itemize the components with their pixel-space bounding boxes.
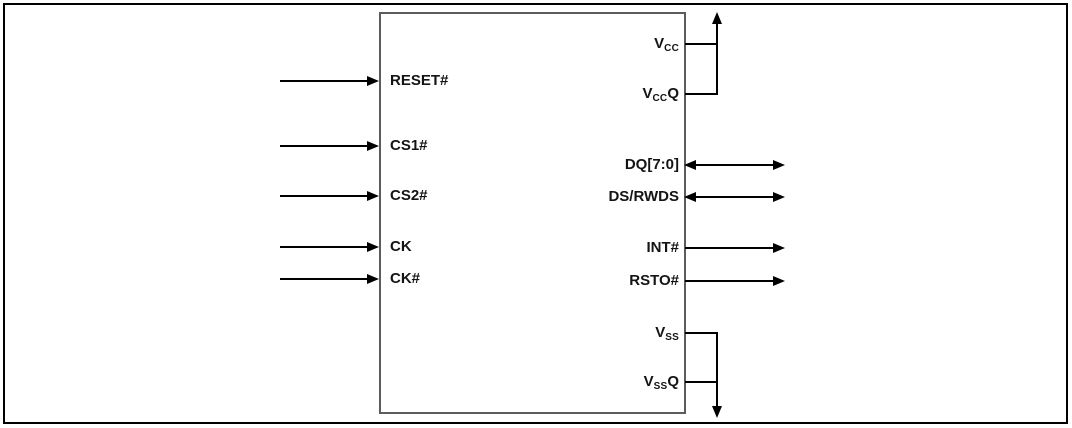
vccq-suffix: Q bbox=[667, 85, 679, 102]
pin-label-ck: CK bbox=[390, 238, 412, 255]
pin-label-vcc: VCC bbox=[654, 34, 679, 54]
pin-label-ck-bar: CK# bbox=[390, 270, 421, 287]
pin-label-vss: VSS bbox=[655, 323, 679, 343]
vssq-base: V bbox=[643, 373, 654, 390]
arrowhead-right-icon bbox=[367, 242, 379, 252]
vss-base: V bbox=[655, 324, 666, 341]
pin-label-dq: DQ[7:0] bbox=[624, 156, 679, 173]
arrowhead-right-icon bbox=[773, 160, 785, 170]
vssq-suffix: Q bbox=[667, 373, 679, 390]
arrowhead-right-icon bbox=[367, 141, 379, 151]
vcc-base: V bbox=[654, 35, 665, 52]
arrowhead-right-icon bbox=[773, 243, 785, 253]
vss-wire bbox=[685, 332, 718, 334]
vcc-subscript: CC bbox=[664, 43, 679, 54]
pin-label-cs1: CS1# bbox=[390, 137, 428, 154]
pin-label-rsto: RSTO# bbox=[629, 272, 679, 289]
vccq-base: V bbox=[642, 85, 653, 102]
arrow-line bbox=[280, 246, 368, 248]
arrowhead-right-icon bbox=[773, 276, 785, 286]
vssq-subscript: SS bbox=[653, 381, 668, 392]
arrowhead-right-icon bbox=[367, 76, 379, 86]
vss-rail-line bbox=[716, 333, 718, 407]
vccq-wire bbox=[685, 93, 718, 95]
vcc-rail-line bbox=[716, 23, 718, 95]
arrow-line bbox=[280, 278, 368, 280]
arrow-line bbox=[693, 164, 775, 166]
arrowhead-left-icon bbox=[684, 160, 696, 170]
pin-label-vccq: VCCQ bbox=[642, 84, 679, 104]
arrowhead-left-icon bbox=[684, 192, 696, 202]
arrow-line bbox=[685, 247, 774, 249]
arrow-line bbox=[280, 195, 368, 197]
arrow-line bbox=[280, 145, 368, 147]
arrow-line bbox=[280, 80, 368, 82]
arrowhead-right-icon bbox=[367, 191, 379, 201]
vssq-wire bbox=[685, 381, 718, 383]
arrow-line bbox=[693, 196, 775, 198]
arrow-line bbox=[685, 280, 774, 282]
pin-label-int: INT# bbox=[646, 239, 679, 256]
vcc-wire bbox=[685, 43, 718, 45]
chip-box bbox=[379, 12, 686, 414]
vss-subscript: SS bbox=[665, 332, 679, 343]
pin-label-cs2: CS2# bbox=[390, 187, 428, 204]
arrowhead-up-icon bbox=[712, 12, 722, 24]
vccq-subscript: CC bbox=[652, 93, 668, 104]
pin-label-vssq: VSSQ bbox=[644, 372, 679, 392]
arrowhead-right-icon bbox=[773, 192, 785, 202]
arrowhead-right-icon bbox=[367, 274, 379, 284]
pin-label-ds-rwds: DS/RWDS bbox=[608, 188, 679, 205]
arrowhead-down-icon bbox=[712, 406, 722, 418]
pin-label-reset: RESET# bbox=[390, 72, 449, 89]
